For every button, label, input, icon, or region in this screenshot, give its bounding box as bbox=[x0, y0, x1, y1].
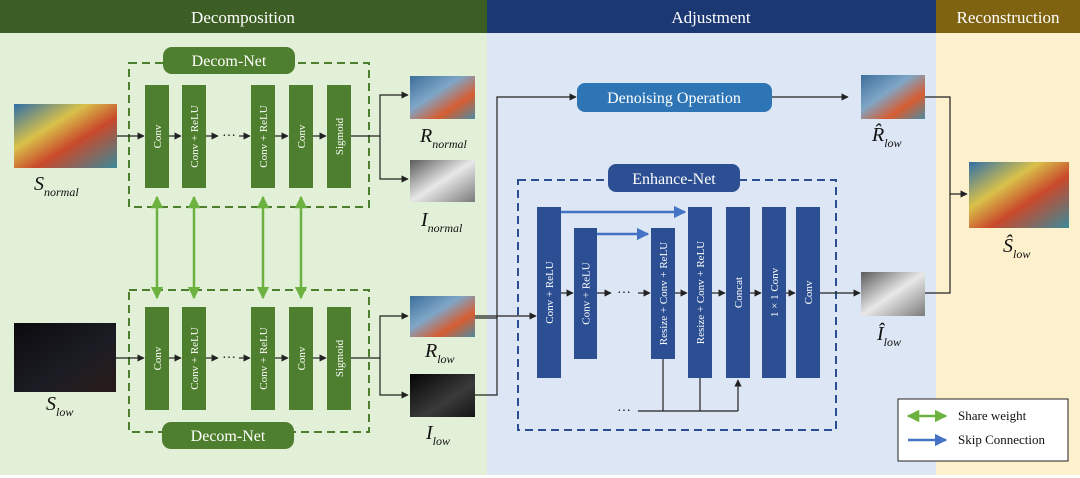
decomposition-header bbox=[0, 0, 487, 33]
enhance-resize-conv-relu-2-label: Resize + Conv + ReLU bbox=[695, 241, 707, 345]
s-low-label: Slow bbox=[46, 393, 73, 419]
reconstruction-header bbox=[936, 0, 1080, 33]
enhance-conv-relu-1-label: Conv + ReLU bbox=[544, 261, 556, 323]
decom-bottom-conv-relu-1-label: Conv + ReLU bbox=[189, 327, 201, 389]
decom-bottom-ellipsis: ··· bbox=[222, 351, 236, 366]
enhance-conv-relu-2-label: Conv + ReLU bbox=[581, 262, 593, 324]
enhance-net-title: Enhance-Net bbox=[632, 171, 716, 188]
r-hat-low-label: R̂low bbox=[871, 123, 902, 150]
decom-top-conv-2-label: Conv bbox=[296, 124, 308, 148]
decom-bottom-conv-relu-2 bbox=[251, 307, 275, 410]
s-low-image bbox=[14, 323, 116, 392]
enhance-1x1-conv bbox=[762, 207, 786, 378]
decom-top-conv-1-label: Conv bbox=[152, 124, 164, 148]
enhance-resize-conv-relu-1 bbox=[651, 228, 675, 359]
enhance-bottom-ellipsis: ··· bbox=[617, 404, 631, 419]
adjustment-title: Adjustment bbox=[671, 8, 751, 27]
reconstruction-title: Reconstruction bbox=[957, 8, 1060, 27]
decom-top-conv-relu-2 bbox=[251, 85, 275, 188]
i-normal-label: Inormal bbox=[420, 209, 463, 235]
decom-top-conv-relu-1 bbox=[182, 85, 206, 188]
r-normal-label: Rnormal bbox=[419, 125, 468, 151]
denoising-operation-label: Denoising Operation bbox=[607, 90, 741, 107]
decom-bottom-conv-relu-2-label: Conv + ReLU bbox=[258, 327, 270, 389]
r-low-label: Rlow bbox=[424, 340, 455, 366]
s-hat-low-image bbox=[969, 162, 1069, 228]
enhance-concat-label: Concat bbox=[733, 277, 745, 308]
r-hat-low-image bbox=[861, 75, 925, 119]
denoising-operation-box bbox=[577, 83, 772, 112]
decom-net-top-title: Decom-Net bbox=[192, 53, 267, 70]
r-low-image bbox=[410, 296, 475, 337]
enhance-conv-label: Conv bbox=[803, 280, 815, 304]
decom-top-sigmoid bbox=[327, 85, 351, 188]
r-normal-image bbox=[410, 76, 475, 119]
enhance-conv-relu-1 bbox=[537, 207, 561, 378]
enhance-concat bbox=[726, 207, 750, 378]
enhance-net-title-box bbox=[608, 164, 740, 192]
decom-net-top-title-box bbox=[163, 47, 295, 74]
decom-bottom-sigmoid bbox=[327, 307, 351, 410]
s-hat-low-label: Ŝlow bbox=[1003, 233, 1030, 261]
legend-box bbox=[897, 398, 1069, 462]
decom-bottom-conv-1-label: Conv bbox=[152, 346, 164, 370]
enhance-resize-conv-relu-2 bbox=[688, 207, 712, 378]
s-normal-label: Snormal bbox=[34, 173, 79, 199]
decom-top-sigmoid-label: Sigmoid bbox=[334, 117, 346, 155]
decom-top-conv-2 bbox=[289, 85, 313, 188]
i-low-label: Ilow bbox=[425, 422, 450, 448]
decom-bottom-conv-relu-1 bbox=[182, 307, 206, 410]
enhance-1x1-conv-label: 1 × 1 Conv bbox=[769, 267, 781, 317]
decom-bottom-sigmoid-label: Sigmoid bbox=[334, 339, 346, 377]
decom-net-bottom-title: Decom-Net bbox=[191, 428, 266, 445]
decom-top-conv-relu-1-label: Conv + ReLU bbox=[189, 105, 201, 167]
decom-top-ellipsis: ··· bbox=[222, 129, 236, 144]
decomposition-title: Decomposition bbox=[191, 8, 295, 27]
adjustment-header bbox=[487, 0, 936, 33]
s-normal-image bbox=[14, 104, 117, 168]
decom-bottom-conv-2-label: Conv bbox=[296, 346, 308, 370]
i-hat-low-image bbox=[861, 272, 925, 316]
decom-bottom-conv-2 bbox=[289, 307, 313, 410]
enhance-conv bbox=[796, 207, 820, 378]
legend-skip-connection-label: Skip Connection bbox=[958, 432, 1046, 447]
i-normal-image bbox=[410, 160, 475, 202]
enhance-conv-relu-2 bbox=[574, 228, 597, 359]
i-hat-low-label: Îlow bbox=[876, 322, 901, 349]
legend-share-weight-label: Share weight bbox=[958, 408, 1027, 423]
decom-bottom-conv-1 bbox=[145, 307, 169, 410]
decom-net-bottom-title-box bbox=[162, 422, 294, 449]
enhance-resize-conv-relu-1-label: Resize + Conv + ReLU bbox=[658, 242, 670, 346]
i-low-image bbox=[410, 374, 475, 417]
decom-top-conv-relu-2-label: Conv + ReLU bbox=[258, 105, 270, 167]
enhance-mid-ellipsis: ··· bbox=[617, 286, 631, 301]
decom-top-conv-1 bbox=[145, 85, 169, 188]
